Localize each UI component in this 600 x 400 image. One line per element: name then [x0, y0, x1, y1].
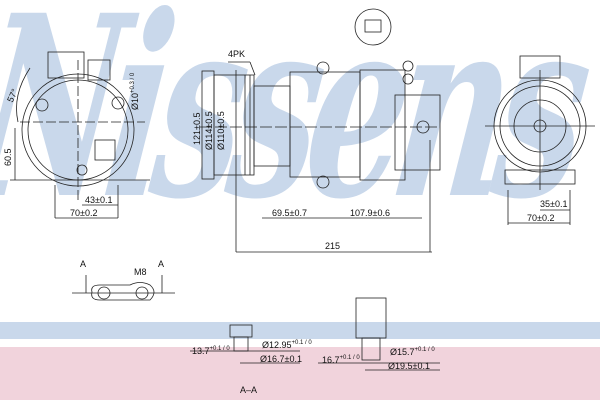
d2-inner: Ø15.7 — [390, 347, 415, 357]
front-view — [10, 51, 150, 219]
d2-inner-tol: +0.1 / 0 — [414, 347, 435, 353]
dia-121-label: 121±0.5 — [192, 112, 202, 145]
side-view — [200, 8, 441, 253]
section-mark-a-left: A — [80, 259, 87, 269]
d1-outer-label: Ø16.7±0.1 — [260, 354, 302, 364]
dim-70-label: 70±0.2 — [70, 208, 98, 218]
rear-dim-70-label: 70±0.2 — [527, 213, 555, 223]
d1-length-label: 13.7+0.1 / 0 — [192, 346, 230, 356]
d1-inner-tol: +0.1 / 0 — [291, 340, 312, 346]
dim-107-9-label: 107.9±0.6 — [350, 208, 390, 218]
blue-band — [0, 322, 600, 339]
pink-band — [0, 347, 600, 400]
d2-outer-label: Ø19.5±0.1 — [388, 361, 430, 371]
hole-tolerance: +0.3 / 0 — [130, 72, 136, 93]
dia-114-label: Ø114±0.5 — [204, 111, 214, 150]
dim-69-5-label: 69.5±0.7 — [272, 208, 307, 218]
d2-length-tol: +0.1 / 0 — [339, 355, 360, 361]
port-view — [72, 275, 175, 301]
length-label: 215 — [325, 241, 341, 251]
section-view — [190, 297, 440, 371]
d1-length-tol: +0.1 / 0 — [209, 346, 230, 352]
section-mark-a-right: A — [158, 259, 165, 269]
height-label: 60.5 — [3, 148, 13, 166]
d1-length: 13.7 — [192, 346, 210, 356]
rear-view — [485, 55, 595, 225]
belt-label: 4PK — [228, 49, 246, 59]
section-title: A–A — [240, 385, 258, 395]
d1-inner-label: Ø12.95+0.1 / 0 — [262, 340, 312, 350]
dim-43-label: 43±0.1 — [85, 195, 113, 205]
dia-110-label: Ø110±0.5 — [216, 111, 226, 150]
d2-length: 16.7 — [322, 355, 340, 365]
hole-diameter-label: Ø10+0.3 / 0 — [130, 73, 140, 110]
hole-diameter: Ø10 — [130, 92, 140, 110]
d1-inner: Ø12.95 — [262, 340, 292, 350]
d2-length-label: 16.7+0.1 / 0 — [322, 355, 360, 365]
d2-inner-label: Ø15.7+0.1 / 0 — [390, 347, 435, 357]
thread-label: M8 — [134, 267, 147, 277]
dim-35-label: 35±0.1 — [540, 199, 568, 209]
